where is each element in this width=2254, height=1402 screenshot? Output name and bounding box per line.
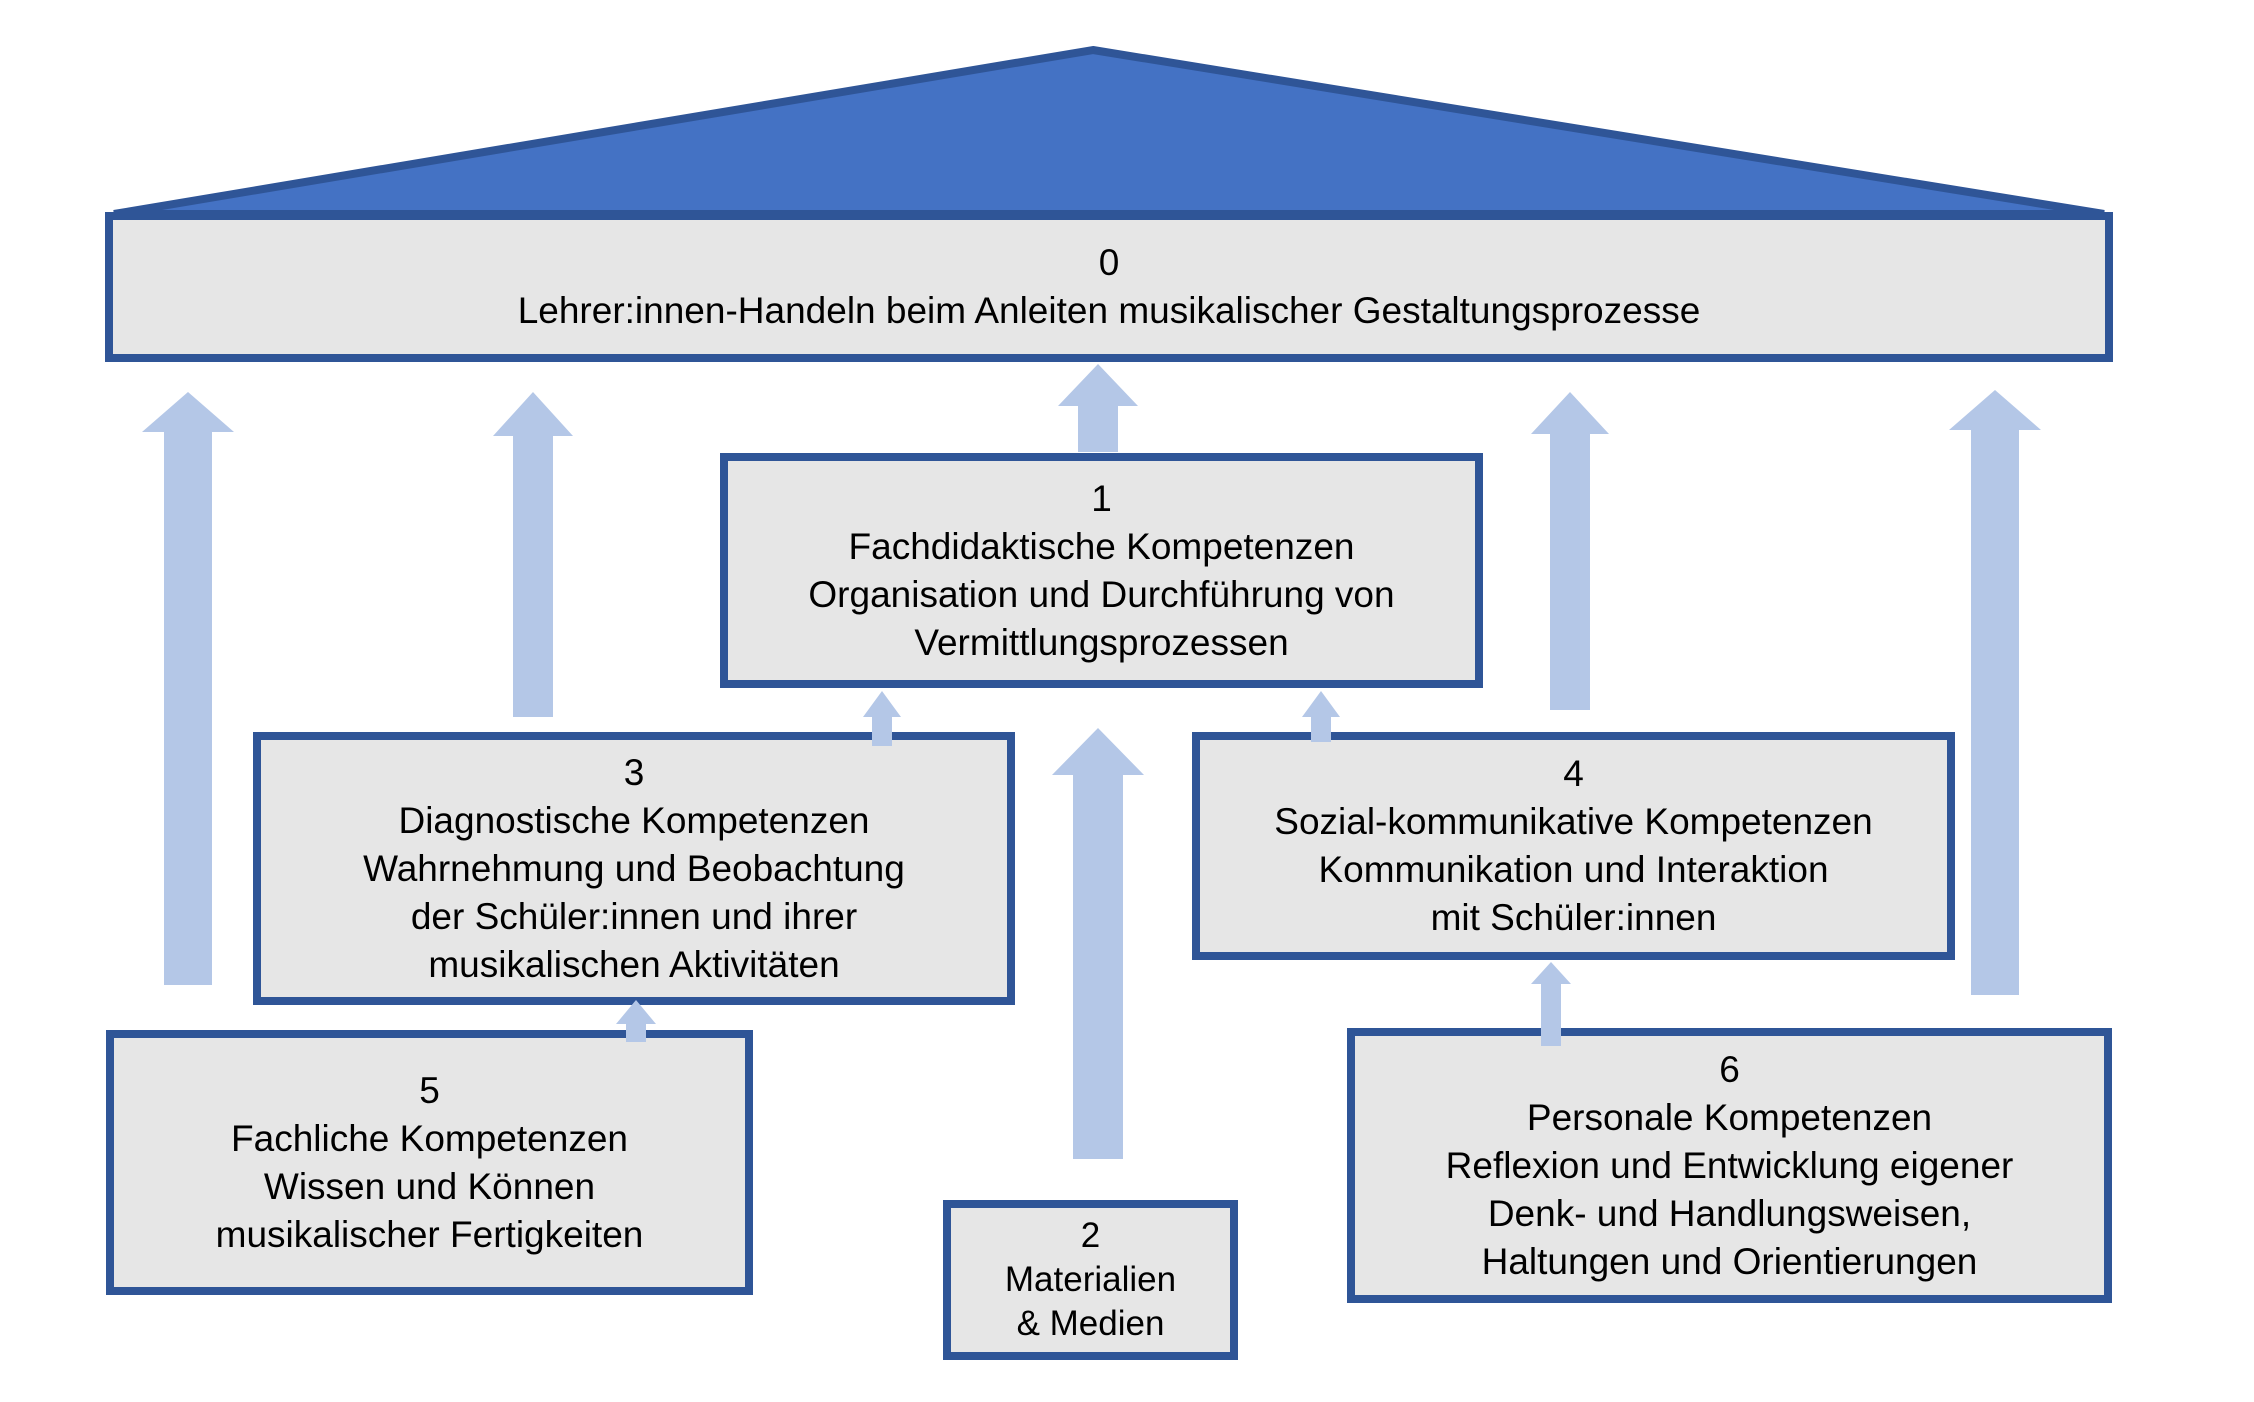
box-number: 4 (1563, 753, 1584, 794)
up-arrow-far-right (1949, 390, 2041, 995)
up-arrow-far-left (142, 392, 234, 985)
box-number: 1 (1091, 477, 1112, 519)
box-text-line: Sozial-kommunikative Kompetenzen (1274, 801, 1873, 842)
box-text-line: Organisation und Durchführung von (808, 573, 1395, 615)
box-6-personale-kompetenzen: 6 Personale Kompetenzen Reflexion und En… (1347, 1028, 2112, 1303)
box-text-line: Wissen und Können (263, 1165, 596, 1207)
box-3-diagnostische-kompetenzen: 3 Diagnostische Kompetenzen Wahrnehmung … (253, 732, 1015, 1005)
box-text-line: Kommunikation und Interaktion (1318, 849, 1829, 890)
box-text-line: Vermittlungsprozessen (914, 621, 1289, 663)
roof-triangle (113, 45, 2105, 218)
box-text-line: Fachdidaktische Kompetenzen (848, 525, 1355, 567)
box-text-line: Haltungen und Orientierungen (1481, 1240, 1978, 1282)
box-text-line: Wahrnehmung und Beobachtung (363, 847, 905, 889)
box-number: 5 (419, 1069, 440, 1111)
box-number: 6 (1719, 1048, 1740, 1090)
box-text-line: musikalischen Aktivitäten (428, 943, 840, 985)
box-5-fachliche-kompetenzen: 5 Fachliche Kompetenzen Wissen und Könne… (106, 1030, 753, 1295)
box-text-line: & Medien (1016, 1304, 1165, 1343)
box-text-line: der Schüler:innen und ihrer (410, 895, 858, 937)
up-arrow-box1-to-box0 (1058, 364, 1138, 452)
box-text-line: Personale Kompetenzen (1526, 1096, 1933, 1138)
box-2-materialien-medien: 2 Materialien & Medien (943, 1200, 1238, 1360)
box-text-line: Lehrer:innen-Handeln beim Anleiten musik… (517, 290, 1701, 331)
box-text-line: Denk- und Handlungsweisen, (1487, 1192, 1972, 1234)
box-text-line: Reflexion und Entwicklung eigener (1445, 1144, 2014, 1186)
up-arrow-mid-right (1531, 392, 1609, 710)
box-text-line: mit Schüler:innen (1430, 897, 1717, 938)
up-arrow-center-from-materials (1052, 728, 1144, 1159)
box-text-line: musikalischer Fertigkeiten (215, 1213, 644, 1255)
box-number: 2 (1080, 1216, 1101, 1255)
up-arrow-mid-left (493, 392, 573, 717)
box-text-line: Fachliche Kompetenzen (231, 1117, 628, 1159)
box-text-line: Diagnostische Kompetenzen (398, 799, 870, 841)
box-text-line: Materialien (1004, 1260, 1177, 1299)
box-number: 3 (623, 751, 645, 793)
box-1-fachdidaktische-kompetenzen: 1 Fachdidaktische Kompetenzen Organisati… (720, 453, 1483, 688)
box-number: 0 (1098, 242, 1120, 283)
box-4-sozial-kommunikative-kompetenzen: 4 Sozial-kommunikative Kompetenzen Kommu… (1192, 732, 1955, 960)
box-0-lehrerhandeln: 0 Lehrer:innen-Handeln beim Anleiten mus… (105, 212, 2113, 362)
